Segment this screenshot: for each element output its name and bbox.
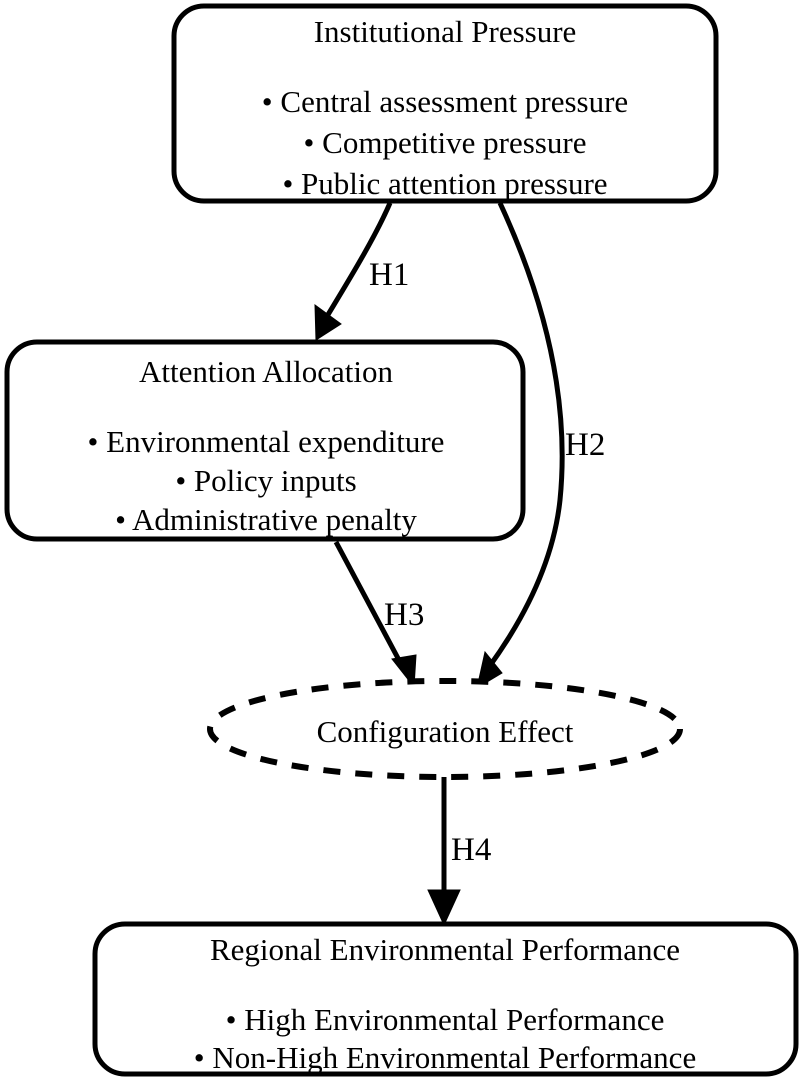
edge-h2: H2 [476,201,605,690]
node-institutional-pressure-box [171,3,719,204]
edge-h1: H1 [314,202,409,341]
edge-h1-path [323,202,393,320]
edge-h1-arrowhead [314,303,342,341]
node-attention-allocation: Attention Allocation • Environmental exp… [4,339,526,542]
node-institutional-pressure-item-1: • Central assessment pressure [262,84,628,119]
node-regional-environmental-performance-item-1: • High Environmental Performance [226,1002,665,1037]
node-attention-allocation-item-1: • Environmental expenditure [88,424,445,459]
edge-h2-path [486,201,565,669]
edge-h4-arrowhead [427,889,461,927]
node-configuration-effect-title: Configuration Effect [317,714,574,749]
node-attention-allocation-item-3: • Administrative penalty [115,502,417,537]
edge-h3: H3 [333,540,424,689]
edge-label-h4: H4 [451,832,491,868]
node-attention-allocation-item-2: • Policy inputs [175,463,356,498]
node-institutional-pressure-title: Institutional Pressure [314,14,577,49]
edge-label-h2: H2 [565,427,605,463]
node-institutional-pressure-item-3: • Public attention pressure [282,166,607,201]
node-attention-allocation-title: Attention Allocation [139,354,393,389]
node-institutional-pressure-item-2: • Competitive pressure [304,125,587,160]
edge-label-h1: H1 [369,257,409,293]
node-configuration-effect: Configuration Effect [207,678,683,780]
edge-h3-path [333,540,403,664]
edge-h4: H4 [427,776,491,927]
edge-label-h3: H3 [384,597,424,633]
node-institutional-pressure: Institutional Pressure • Central assessm… [171,3,719,204]
node-regional-environmental-performance-title: Regional Environmental Performance [210,932,680,967]
node-attention-allocation-box [4,339,526,542]
node-regional-environmental-performance-box [92,921,799,1077]
node-configuration-effect-ellipse [207,678,683,780]
node-regional-environmental-performance: Regional Environmental Performance • Hig… [92,921,799,1077]
node-regional-environmental-performance-item-2: • Non-High Environmental Performance [194,1040,696,1075]
